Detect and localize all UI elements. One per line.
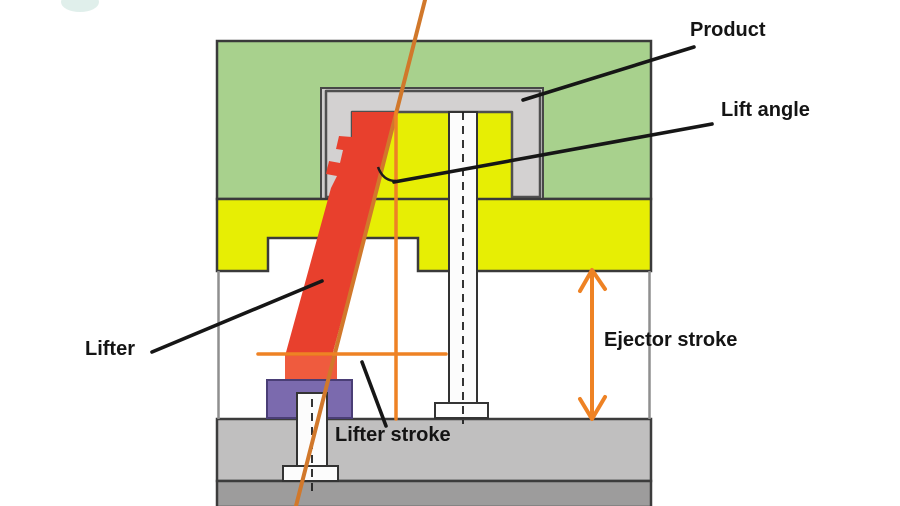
core-plate	[215, 197, 653, 273]
cropped-logo-artifact	[61, 0, 99, 12]
lifter-stroke-leader-line	[360, 360, 388, 428]
lift-angle-label: Lift angle	[721, 99, 810, 121]
lifter-stroke-label: Lifter stroke	[335, 424, 451, 446]
ejector-stroke-arrow	[578, 268, 607, 421]
lift-angle-leader-line	[392, 122, 714, 184]
ejector-pin-flange	[434, 402, 489, 419]
lifter-body	[285, 112, 397, 356]
product-leader-line	[521, 45, 696, 102]
lifter-axis-line	[294, 0, 427, 506]
lifter-leader-line	[150, 279, 324, 354]
product-label: Product	[690, 19, 766, 41]
lifter-guide-pin-flange	[282, 465, 339, 482]
lifter-label: Lifter	[85, 338, 135, 360]
base-plate	[215, 479, 653, 506]
ejector-stroke-label: Ejector stroke	[604, 329, 738, 351]
